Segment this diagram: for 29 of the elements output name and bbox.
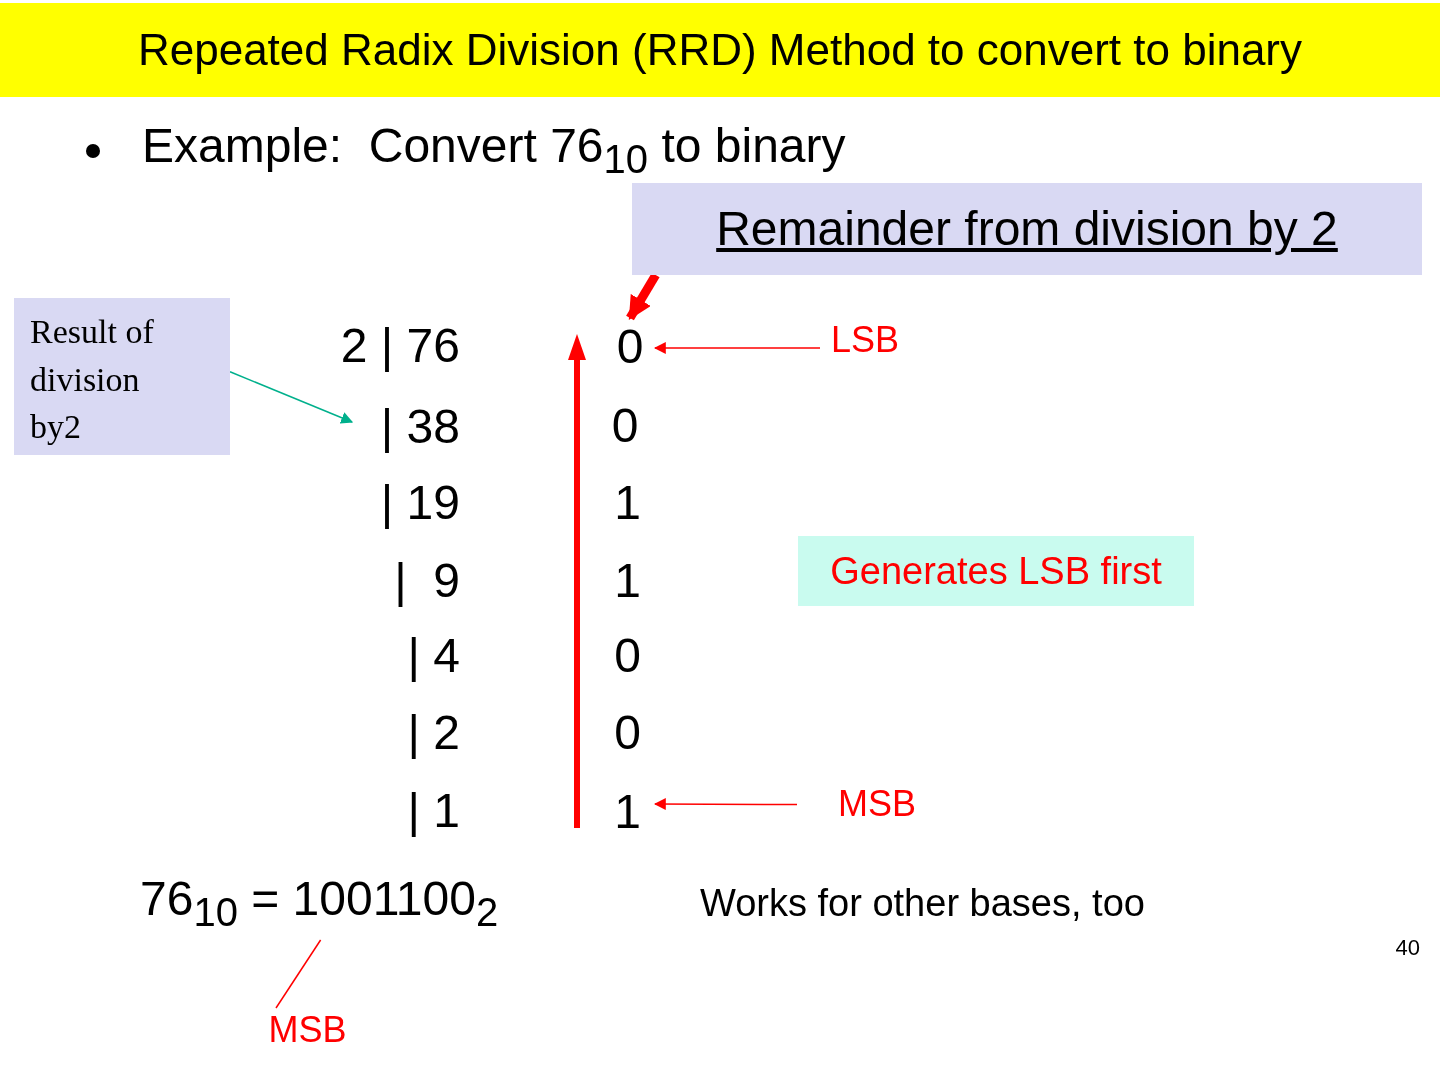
quotient-text: | 9 [393,553,460,609]
remainder-digit: 1 [613,475,642,531]
bit-label: LSB [820,318,910,368]
arrow [229,371,354,424]
quotient-text: | 19 [379,475,460,531]
bit-label: MSB [255,1008,360,1058]
quotient-text: | 38 [352,398,460,458]
arrow [653,342,821,354]
title-banner: Repeated Radix Division (RRD) Method to convert to binary [0,3,1440,97]
note-text: Works for other bases, too [700,882,1146,926]
bullet-text: Example: Convert 76$_{10}$ to binary [142,118,847,182]
bit-label: MSB [797,782,957,832]
callout-box: Remainder from division by 2 [632,183,1422,275]
arrow [653,798,798,811]
remainder-digit: 0 [613,705,642,761]
remainder-digit: 1 [600,783,655,843]
quotient-text: | 2 [406,705,460,761]
remainder-digit: 1 [613,553,642,609]
connector-line [275,939,322,1009]
note-box: Result of division by2 [14,298,230,455]
page-number: 40 [1394,935,1420,961]
equation-text: 76$_{10}$ = 1001100$_{2}$ [140,870,570,940]
remainder-digit: 0 [610,398,640,454]
note-box: Generates LSB first [798,536,1194,606]
quotient-text: | 1 [406,783,460,839]
division-text: 2 | 76 [339,318,460,374]
remainder-digit: 0 [605,318,655,378]
quotient-text: | 4 [406,628,460,684]
remainder-digit: 0 [613,628,642,684]
